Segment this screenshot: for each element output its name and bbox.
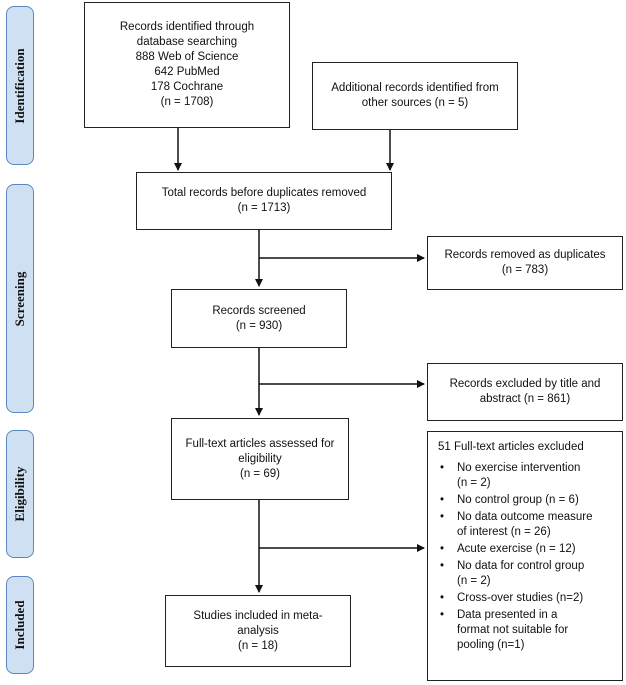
exclusion-reason: No data for control group (n = 2) bbox=[438, 559, 614, 589]
exclusion-reason: No data outcome measure of interest (n =… bbox=[438, 510, 614, 540]
box-database-records: Records identified through database sear… bbox=[84, 2, 290, 128]
box-total-before-duplicates: Total records before duplicates removed … bbox=[136, 172, 392, 230]
box-other-sources: Additional records identified from other… bbox=[312, 62, 518, 130]
phase-identification: Identification bbox=[6, 6, 34, 165]
box-records-screened: Records screened (n = 930) bbox=[171, 289, 347, 348]
box-duplicates-removed: Records removed as duplicates (n = 783) bbox=[427, 236, 623, 290]
box-excluded-title-abstract: Records excluded by title and abstract (… bbox=[427, 363, 623, 421]
phase-included: Included bbox=[6, 576, 34, 674]
exclusion-reason: Cross-over studies (n=2) bbox=[438, 591, 614, 606]
box-fulltext-excluded: 51 Full-text articles excluded No exerci… bbox=[427, 431, 623, 681]
exclusion-reason: No exercise intervention (n = 2) bbox=[438, 461, 614, 491]
exclusion-reason: Data presented in a format not suitable … bbox=[438, 608, 614, 653]
exclusion-reason: No control group (n = 6) bbox=[438, 493, 614, 508]
exclusion-reason: Acute exercise (n = 12) bbox=[438, 542, 614, 557]
exclusion-reason-list: No exercise intervention (n = 2) No cont… bbox=[438, 461, 614, 653]
phase-eligibility: Eligibility bbox=[6, 430, 34, 558]
box-fulltext-assessed: Full-text articles assessed for eligibil… bbox=[171, 418, 349, 500]
fulltext-excluded-heading: 51 Full-text articles excluded bbox=[438, 441, 584, 453]
box-studies-included: Studies included in meta- analysis (n = … bbox=[165, 595, 351, 667]
phase-screening: Screening bbox=[6, 184, 34, 413]
